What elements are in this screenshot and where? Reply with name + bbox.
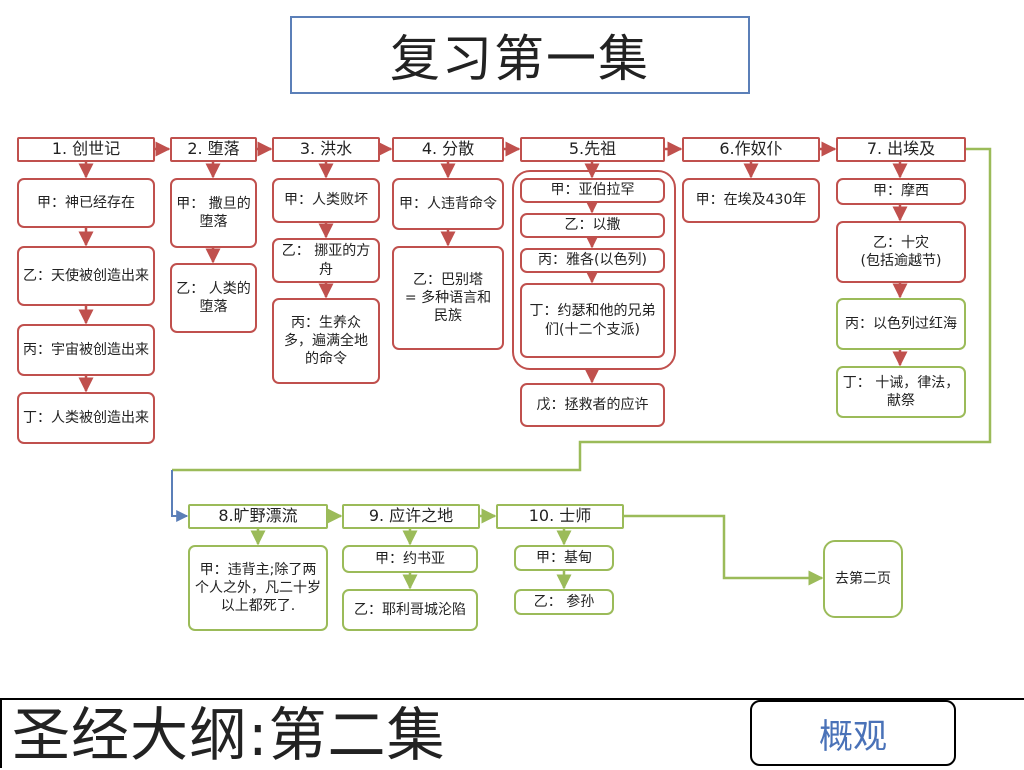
stage-9-item-1: 甲：约书亚 [342,545,478,573]
row-connector-end [171,470,189,522]
overview-button[interactable]: 概观 [750,700,956,766]
stage-1-item-1: 甲：神已经存在 [17,178,155,228]
stage-5-item-2: 乙：以撒 [520,213,665,238]
stage-6-item-1: 甲：在埃及430年 [682,178,820,223]
stage-7-item-3: 丙：以色列过红海 [836,298,966,350]
page-title: 复习第一集 [290,16,750,94]
stage-header-3[interactable]: 3. 洪水 [272,137,380,162]
stage-5-item-1: 甲：亚伯拉罕 [520,178,665,203]
section-subtitle: 圣经大纲:第二集 [12,701,446,769]
stage-9-item-2: 乙：耶利哥城沦陷 [342,589,478,631]
stage-header-9[interactable]: 9. 应许之地 [342,504,480,529]
stage-1-item-2: 乙：天使被创造出来 [17,246,155,306]
stage-7-item-2: 乙：十灾 (包括逾越节) [836,221,966,283]
row-connector [172,147,992,472]
stage-3-item-1: 甲：人类败坏 [272,178,380,223]
stage-header-6[interactable]: 6.作奴仆 [682,137,820,162]
stage-header-8[interactable]: 8.旷野漂流 [188,504,328,529]
stage-10-item-1: 甲：基甸 [514,545,614,571]
stage-7-item-4: 丁： 十诫，律法，献祭 [836,366,966,418]
stage-10-item-2: 乙： 参孙 [514,589,614,615]
stage-4-item-2: 乙：巴别塔 = 多种语言和民族 [392,246,504,350]
stage-header-5[interactable]: 5.先祖 [520,137,665,162]
stage-header-10[interactable]: 10. 士师 [496,504,624,529]
stage-5-item-4: 丁：约瑟和他的兄弟们(十二个支派) [520,283,665,358]
stage-8-item-1: 甲：违背主;除了两个人之外，凡二十岁以上都死了. [188,545,328,631]
stage-1-item-3: 丙：宇宙被创造出来 [17,324,155,376]
stage-3-item-3: 丙：生养众多，遍满全地的命令 [272,298,380,384]
stage-4-item-1: 甲：人违背命令 [392,178,504,230]
next-page-button[interactable]: 去第二页 [823,540,903,618]
next-page-arrow [624,514,824,586]
stage-1-item-4: 丁：人类被创造出来 [17,392,155,444]
stage-header-2[interactable]: 2. 堕落 [170,137,257,162]
stage-7-item-1: 甲：摩西 [836,178,966,205]
footer-bar [0,698,1024,768]
stage-5-item-5: 戊：拯救者的应许 [520,383,665,427]
stage-header-1[interactable]: 1. 创世记 [17,137,155,162]
stage-header-7[interactable]: 7. 出埃及 [836,137,966,162]
stage-3-item-2: 乙： 挪亚的方舟 [272,238,380,283]
stage-header-4[interactable]: 4. 分散 [392,137,504,162]
stage-2-item-2: 乙： 人类的堕落 [170,263,257,333]
patriarchs-group [512,170,676,370]
stage-5-item-3: 丙：雅各(以色列) [520,248,665,273]
stage-2-item-1: 甲： 撒旦的堕落 [170,178,257,248]
